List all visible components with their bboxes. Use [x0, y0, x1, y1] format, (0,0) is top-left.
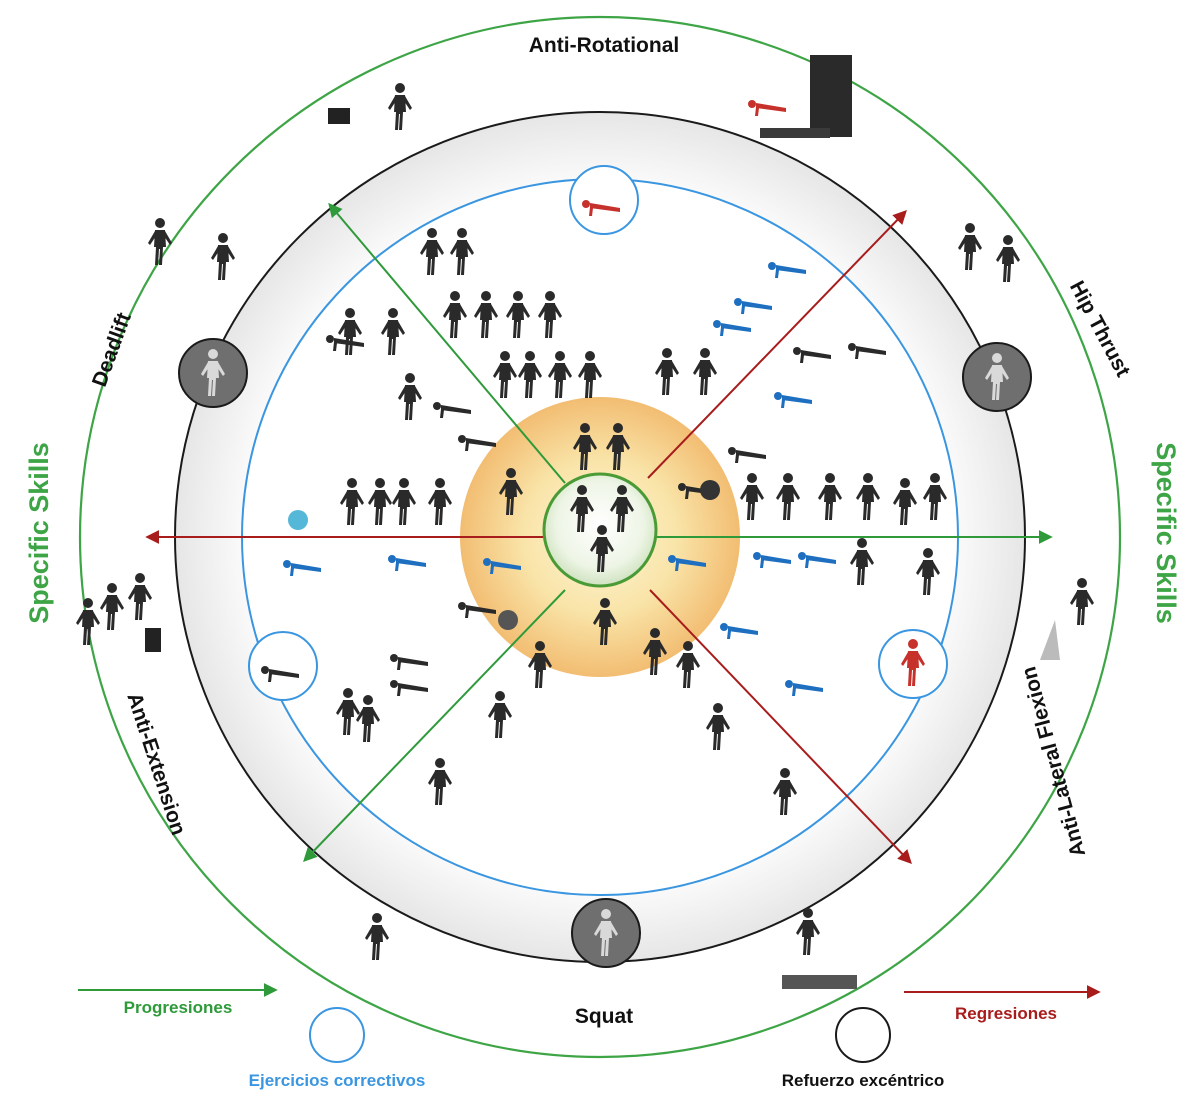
athlete-photo-icon — [748, 100, 786, 116]
legend-eccentric-circle — [835, 1007, 891, 1063]
athlete-photo-icon — [288, 510, 308, 530]
athlete-photo-icon — [760, 128, 830, 138]
eccentric-circle-deadlift — [178, 338, 248, 408]
athlete-photo-icon — [145, 628, 161, 652]
athlete-photo-icon — [810, 55, 852, 137]
label-specific-skills-right: Specific Skills — [1151, 442, 1181, 624]
outer-specific-skills-ring — [78, 15, 1122, 1059]
progression-arrows — [303, 202, 1053, 863]
eccentric-circle-squat — [571, 898, 641, 968]
legend: Progresiones Regresiones Ejercicios corr… — [78, 983, 1101, 1090]
label-squat: Squat — [575, 1005, 633, 1028]
label-deadlift: Deadlift — [88, 310, 136, 390]
corrective-circle-top — [569, 165, 639, 235]
label-specific-skills-left: Specific Skills — [24, 442, 54, 624]
regression-arrows — [145, 209, 912, 865]
corrective-circle-right — [878, 629, 948, 699]
legend-progresiones: Progresiones — [124, 998, 233, 1017]
athlete-photo-icon — [1040, 620, 1060, 660]
legend-ejercicios-correctivos: Ejercicios correctivos — [249, 1071, 426, 1090]
athlete-photo-icon — [328, 108, 350, 124]
corrective-circle-left — [248, 631, 318, 701]
legend-regresiones: Regresiones — [955, 1004, 1057, 1023]
athlete-photo-icon — [498, 610, 518, 630]
eccentric-circle-hip-thrust — [962, 342, 1032, 412]
athlete-photo-icon — [782, 975, 857, 989]
legend-corrective-circle — [309, 1007, 365, 1063]
athlete-photo-icon — [700, 480, 720, 500]
label-anti-rotational: Anti-Rotational — [529, 34, 679, 57]
legend-refuerzo-excentrico: Refuerzo excéntrico — [782, 1071, 945, 1090]
label-anti-lateral-flexion: Anti-Lateral Flexion — [1017, 664, 1090, 859]
